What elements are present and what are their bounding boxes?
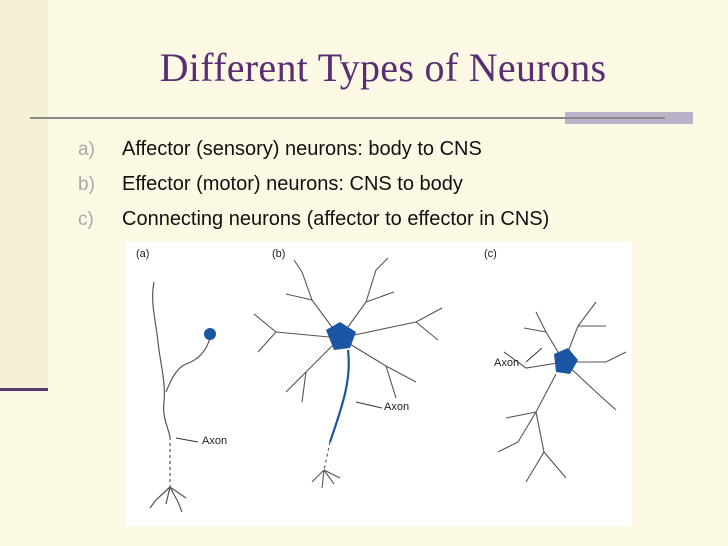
slide-title: Different Types of Neurons	[159, 45, 607, 90]
axon-label-b: Axon	[384, 401, 410, 413]
title-divider	[30, 117, 665, 119]
motor-cell-body	[326, 322, 356, 350]
panel-label-a: (a)	[136, 248, 150, 260]
interneuron-cell-body	[554, 348, 578, 374]
neuron-types-figure: (a) (b) (c)	[126, 242, 632, 526]
bullet-marker: b)	[78, 174, 95, 195]
bullet-item-connecting: c) Connecting neurons (affector to effec…	[78, 202, 549, 237]
sensory-cell-body	[204, 328, 216, 340]
bullet-item-effector: b) Effector (motor) neurons: CNS to body	[78, 167, 549, 202]
bullet-text: Effector (motor) neurons: CNS to body	[122, 173, 463, 195]
neuron-illustrations	[149, 257, 627, 513]
axon-pointer-arrows	[175, 347, 543, 443]
bullet-list: a) Affector (sensory) neurons: body to C…	[78, 132, 549, 237]
motor-neuron-illustration	[253, 257, 443, 489]
bullet-text: Connecting neurons (affector to effector…	[122, 208, 550, 230]
panel-label-c: (c)	[484, 248, 497, 260]
panel-label-b: (b)	[272, 248, 286, 260]
left-accent-bar	[0, 0, 48, 391]
sensory-neuron-illustration	[149, 281, 211, 513]
interneuron-illustration	[497, 301, 627, 483]
axon-label-c: Axon	[494, 357, 520, 369]
axon-label-a: Axon	[202, 435, 228, 447]
bullet-text: Affector (sensory) neurons: body to CNS	[122, 138, 482, 160]
bullet-item-affector: a) Affector (sensory) neurons: body to C…	[78, 132, 549, 167]
bullet-marker: a)	[78, 139, 95, 160]
bullet-marker: c)	[78, 209, 94, 230]
